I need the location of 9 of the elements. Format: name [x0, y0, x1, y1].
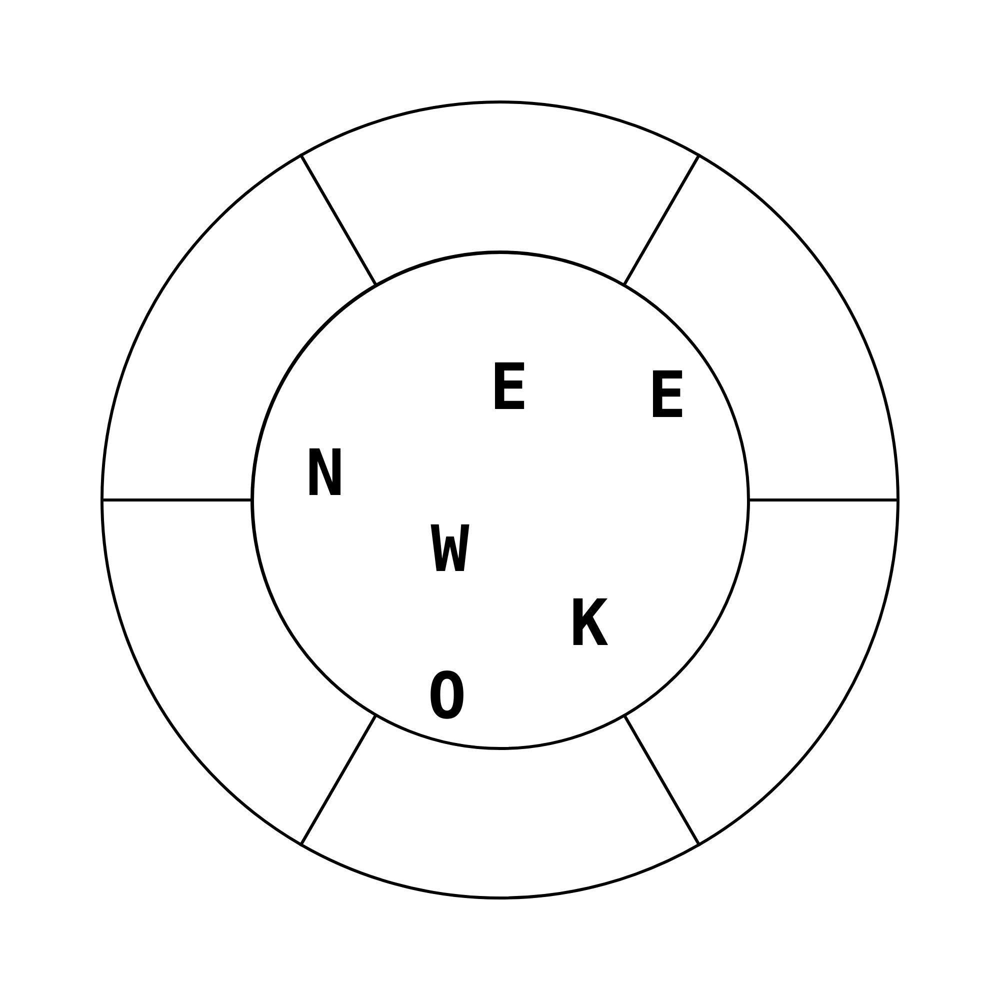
letter: K: [570, 592, 608, 656]
letter: E: [490, 356, 528, 420]
letter: O: [428, 665, 466, 729]
ring-segment: [100, 498, 378, 846]
ring-segment: [100, 154, 378, 502]
ring-segment: [622, 154, 900, 502]
letter: N: [306, 442, 344, 506]
letter: W: [430, 518, 470, 582]
letter: E: [648, 364, 686, 428]
